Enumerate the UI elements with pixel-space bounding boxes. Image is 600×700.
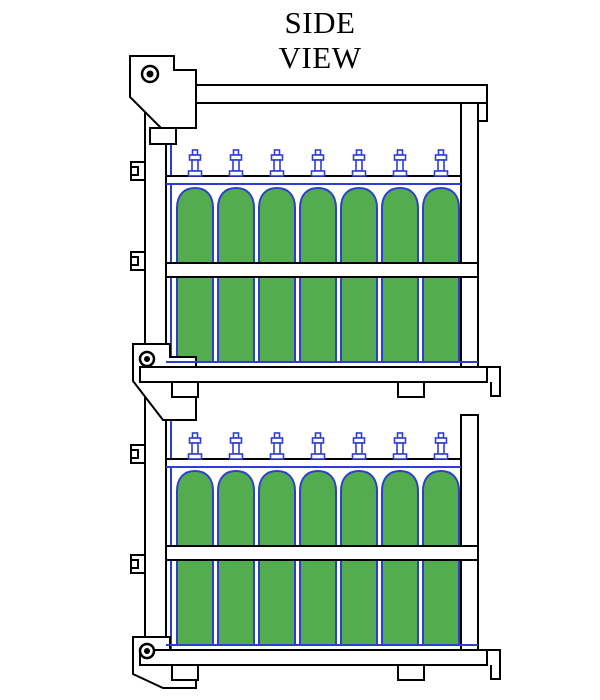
valve-stem	[396, 442, 404, 455]
valve-stem	[191, 442, 199, 455]
valve-stem	[191, 159, 199, 172]
top-beam-end-return	[477, 103, 488, 122]
post-lug-notch	[130, 166, 139, 176]
lower-rack-foot-right	[397, 664, 425, 681]
right-post-upper	[460, 102, 479, 369]
upper-rack-strap	[165, 262, 479, 278]
valve-stem	[232, 442, 240, 455]
valve-stem	[273, 159, 281, 172]
valve-stem	[314, 159, 322, 172]
top-beam	[165, 84, 488, 104]
lower-rack-strap	[165, 545, 479, 561]
bottom-lifting-hole-pin	[144, 648, 150, 654]
valve-stem	[355, 159, 363, 172]
top-lifting-hole-pin	[146, 70, 154, 78]
upper-rack-rail	[165, 175, 462, 185]
valve-stem	[437, 159, 445, 172]
valve-stem	[355, 442, 363, 455]
valve-base	[392, 453, 408, 460]
valve-stem	[232, 159, 240, 172]
title-line-1: SIDE	[284, 5, 356, 40]
upper-rack-base-hook	[487, 366, 501, 397]
top-lifting-bracket	[129, 55, 197, 129]
valve-base	[310, 453, 326, 460]
middle-lifting-hole-pin	[144, 356, 150, 362]
lower-rack-base-hook	[487, 649, 501, 680]
diagram-title: SIDE VIEW	[170, 5, 470, 75]
valve-base	[187, 453, 203, 460]
lower-rack-foot-left	[171, 664, 199, 681]
valve-base	[269, 170, 285, 177]
top-bracket-foot	[149, 127, 177, 145]
lower-rack-base-bar	[139, 649, 488, 666]
post-lug-notch	[130, 449, 139, 459]
valve-base	[433, 170, 449, 177]
post-lug-notch	[130, 256, 139, 266]
valve-base	[187, 170, 203, 177]
valve-base	[351, 170, 367, 177]
valve-stem	[437, 442, 445, 455]
valve-base	[228, 170, 244, 177]
post-lug-notch	[130, 559, 139, 569]
valve-base	[392, 170, 408, 177]
lower-rack-rail	[165, 458, 462, 468]
title-line-2: VIEW	[278, 39, 362, 75]
valve-stem	[273, 442, 281, 455]
valve-base	[351, 453, 367, 460]
upper-rack-base-bar	[139, 366, 488, 383]
valve-stem	[314, 442, 322, 455]
valve-base	[228, 453, 244, 460]
valve-stem	[396, 159, 404, 172]
left-post-lugs	[130, 161, 146, 574]
valve-base	[433, 453, 449, 460]
valve-base	[310, 170, 326, 177]
upper-rack-foot-left	[171, 381, 199, 398]
valve-base	[269, 453, 285, 460]
right-post-lower	[460, 414, 479, 651]
upper-rack-foot-right	[397, 381, 425, 398]
